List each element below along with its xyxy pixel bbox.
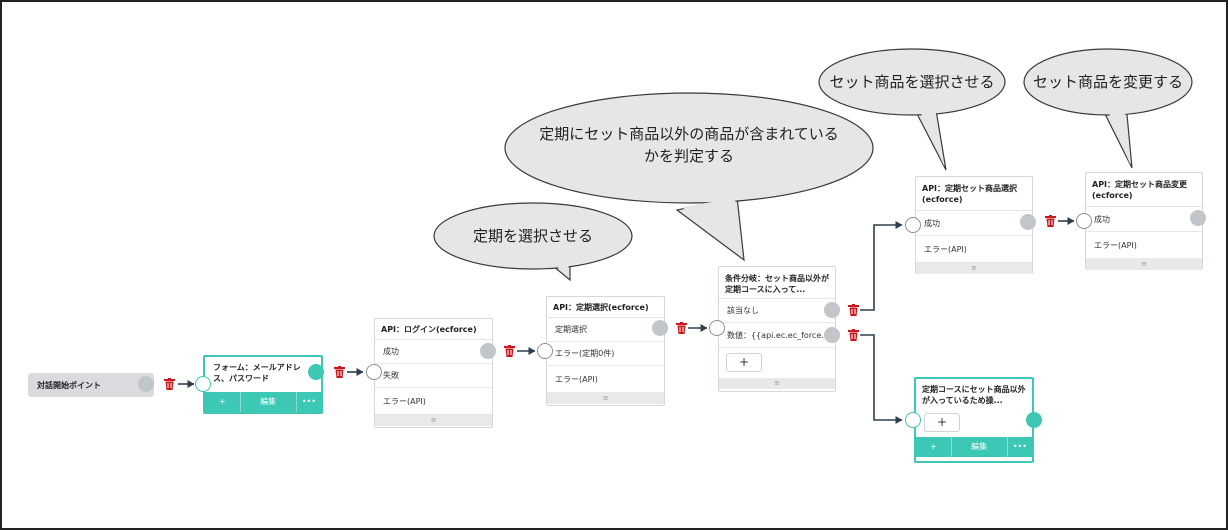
form-input-port[interactable]: [195, 376, 211, 392]
trash-icon[interactable]: [1045, 215, 1056, 227]
set-select-row-success: 成功: [916, 211, 1032, 236]
teiki-row-select: 定期選択: [547, 318, 664, 342]
trash-icon[interactable]: [848, 304, 859, 316]
bubble-text-2: 定期にセット商品以外の商品が含まれている かを判定する: [539, 125, 839, 165]
set-change-output-port[interactable]: [1190, 210, 1206, 226]
bubble-text-3: セット商品を選択させる: [829, 73, 995, 91]
login-node-title: API：ログイン(ecforce): [375, 319, 492, 340]
teiki-input-port[interactable]: [537, 343, 553, 359]
message-add-button[interactable]: +: [924, 413, 960, 432]
start-node-label: 対話開始ポイント: [37, 381, 101, 390]
speech-bubble-3: [818, 48, 1006, 116]
speech-bubble-4: [1023, 48, 1193, 116]
condition-node-title: 条件分岐：セット商品以外が定期コースに入って...: [719, 267, 835, 299]
set-select-row-error: エラー(API): [916, 236, 1032, 263]
connector-cond-msg: [860, 334, 903, 424]
condition-add-branch-button[interactable]: +: [726, 353, 762, 372]
condition-row-value: 数値：{{api.ec.ec_force.-: [719, 323, 835, 348]
speech-bubble-2: [504, 92, 874, 204]
message-more-button[interactable]: •••: [1012, 442, 1027, 451]
form-node-toolbar: + 編集 •••: [205, 392, 321, 412]
login-input-port[interactable]: [366, 364, 382, 380]
teiki-drag-handle[interactable]: ≡: [547, 393, 664, 404]
condition-output-value-port[interactable]: [824, 327, 840, 343]
set-change-row-success: 成功: [1086, 207, 1202, 232]
message-input-port[interactable]: [905, 412, 921, 428]
set-change-row-error: エラー(API): [1086, 232, 1202, 259]
message-node[interactable]: 定期コースにセット商品以外が入っているため操... + + 編集 •••: [914, 377, 1034, 463]
teiki-node-title: API：定期選択(ecforce): [547, 297, 664, 318]
set-select-input-port[interactable]: [905, 217, 921, 233]
teiki-row-error-zero: エラー(定期0件): [547, 342, 664, 366]
condition-output-none-port[interactable]: [824, 302, 840, 318]
login-drag-handle[interactable]: ≡: [375, 415, 492, 426]
teiki-row-error-api: エラー(API): [547, 366, 664, 393]
set-select-node-title: API：定期セット商品選択(ecforce): [916, 177, 1032, 211]
set-select-drag-handle[interactable]: ≡: [916, 263, 1032, 274]
message-edit-button[interactable]: 編集: [952, 437, 1008, 457]
set-select-output-port[interactable]: [1020, 214, 1036, 230]
teiki-select-node[interactable]: API：定期選択(ecforce) 定期選択 エラー(定期0件) エラー(API…: [546, 296, 665, 406]
login-node[interactable]: API：ログイン(ecforce) 成功 失敗 エラー(API) ≡: [374, 318, 493, 428]
trash-icon[interactable]: [848, 329, 859, 341]
message-output-port[interactable]: [1026, 412, 1042, 428]
form-edit-button[interactable]: 編集: [241, 392, 297, 412]
set-change-input-port[interactable]: [1076, 213, 1092, 229]
bubble-text-4: セット商品を変更する: [1032, 73, 1183, 91]
connector-cond-setsel: [860, 221, 903, 311]
set-change-drag-handle[interactable]: ≡: [1086, 259, 1202, 270]
form-output-port[interactable]: [308, 364, 324, 380]
login-row-error: エラー(API): [375, 388, 492, 415]
start-node[interactable]: 対話開始ポイント: [28, 373, 154, 397]
form-node-title: フォーム：メールアドレス、パスワード: [213, 363, 301, 383]
condition-drag-handle[interactable]: ≡: [719, 378, 835, 389]
teiki-output-port[interactable]: [652, 320, 668, 336]
form-node[interactable]: フォーム：メールアドレス、パスワード + 編集 •••: [203, 355, 323, 414]
condition-row-none: 該当なし: [719, 299, 835, 323]
condition-node[interactable]: 条件分岐：セット商品以外が定期コースに入って... 該当なし 数値：{{api.…: [718, 266, 836, 392]
bubble-text-1: 定期を選択させる: [472, 227, 593, 245]
trash-icon[interactable]: [164, 378, 175, 390]
set-select-node[interactable]: API：定期セット商品選択(ecforce) 成功 エラー(API) ≡: [915, 176, 1033, 274]
condition-input-port[interactable]: [709, 320, 725, 336]
message-node-toolbar: + 編集 •••: [916, 437, 1032, 457]
login-output-success-port[interactable]: [480, 343, 496, 359]
trash-icon[interactable]: [334, 366, 345, 378]
form-more-button[interactable]: •••: [301, 397, 316, 406]
message-node-title: 定期コースにセット商品以外が入っているため操...: [922, 385, 1026, 405]
set-change-node[interactable]: API：定期セット商品変更(ecforce) 成功 エラー(API) ≡: [1085, 172, 1203, 270]
login-row-success: 成功: [375, 340, 492, 364]
start-output-port[interactable]: [138, 376, 154, 392]
form-add-button[interactable]: +: [205, 392, 241, 412]
set-change-node-title: API：定期セット商品変更(ecforce): [1086, 173, 1202, 207]
speech-bubble-1: [433, 202, 633, 270]
login-row-failure: 失敗: [375, 364, 492, 388]
trash-icon[interactable]: [676, 322, 687, 334]
message-add-toolbar-button[interactable]: +: [916, 437, 952, 457]
trash-icon[interactable]: [504, 345, 515, 357]
